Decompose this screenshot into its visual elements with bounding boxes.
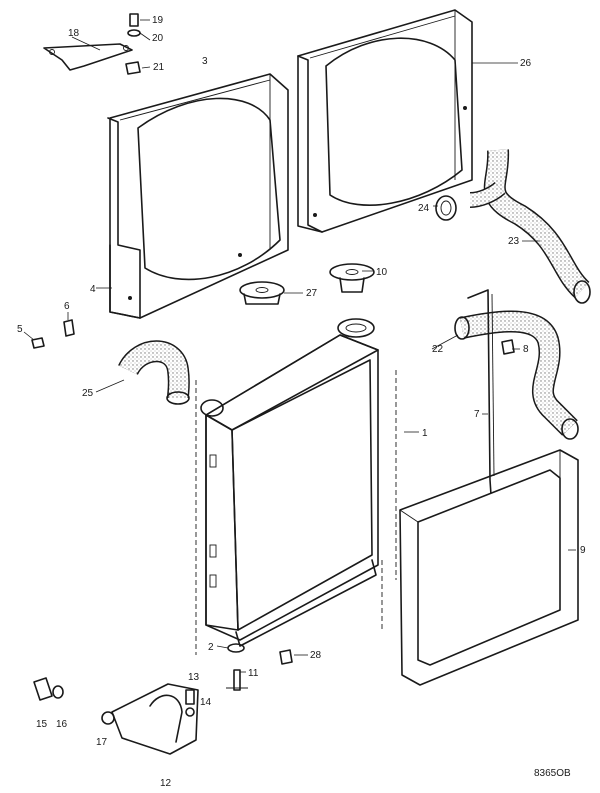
- hose-lower-left: [118, 340, 190, 405]
- callout-12: 12: [160, 778, 172, 789]
- mounting-bracket-top: [43, 13, 141, 75]
- radiator: [200, 318, 379, 647]
- callout-6: 6: [64, 301, 70, 312]
- callout-5: 5: [17, 324, 23, 335]
- radiator-frame-seal: [399, 449, 579, 686]
- leader-lines: [23, 19, 576, 673]
- hose-lower-right: [454, 310, 579, 440]
- drain-fittings: [226, 643, 293, 691]
- callout-10: 10: [376, 267, 388, 278]
- callout-1: 1: [422, 428, 428, 439]
- fan-cowl-left: [107, 73, 289, 319]
- callout-13: 13: [188, 672, 200, 683]
- callout-8: 8: [523, 344, 529, 355]
- callout-3: 3: [202, 56, 208, 67]
- callout-21: 21: [153, 62, 165, 73]
- callout-18: 18: [68, 28, 80, 39]
- callout-4: 4: [90, 284, 96, 295]
- bolt-and-washer: [33, 677, 64, 701]
- callout-11: 11: [248, 668, 259, 679]
- callout-24: 24: [418, 203, 430, 214]
- callout-14: 14: [200, 697, 212, 708]
- pressure-cap: [239, 281, 285, 305]
- lower-mounting-bracket: [101, 683, 199, 755]
- callout-23: 23: [508, 236, 520, 247]
- callout-27: 27: [306, 288, 318, 299]
- callout-19: 19: [152, 15, 164, 26]
- callout-2: 2: [208, 642, 214, 653]
- figure-reference: 8365OB: [534, 768, 571, 779]
- small-clip: [501, 339, 515, 355]
- fan-cowl-right: [297, 9, 473, 233]
- radiator-cap: [329, 263, 375, 293]
- callout-16: 16: [56, 719, 68, 730]
- callout-20: 20: [152, 33, 164, 44]
- callout-25: 25: [82, 388, 94, 399]
- callout-26: 26: [520, 58, 532, 69]
- callout-22: 22: [432, 344, 444, 355]
- callout-28: 28: [310, 650, 322, 661]
- callout-15: 15: [36, 719, 48, 730]
- hose-clip: [435, 195, 457, 221]
- bolt-and-clip: [31, 319, 75, 349]
- callout-9: 9: [580, 545, 586, 556]
- callout-7: 7: [474, 409, 480, 420]
- hose-upper-right: [469, 149, 591, 304]
- callout-17: 17: [96, 737, 108, 748]
- alignment-lines: [195, 370, 397, 655]
